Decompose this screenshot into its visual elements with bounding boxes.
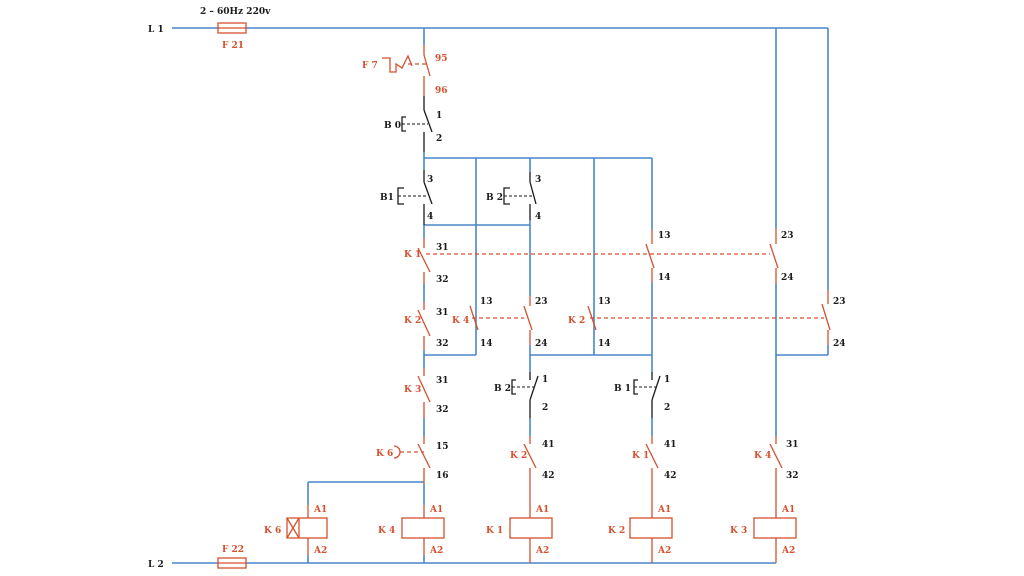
svg-text:A1: A1 [535,505,549,515]
contact-k2-nc-icon [417,302,431,350]
svg-text:32: 32 [436,275,449,285]
supply-lines [172,27,828,564]
contact-k2-no-label: K 2 [568,316,585,326]
svg-text:A2: A2 [429,546,443,556]
svg-text:23: 23 [781,231,794,241]
fuse-f22-label: F 22 [222,545,244,555]
contact-k4-nc-icon [769,436,783,505]
svg-text:A2: A2 [313,546,327,556]
button-b1-start-icon [397,170,433,225]
svg-text:A2: A2 [657,546,671,556]
svg-text:13: 13 [598,297,611,307]
button-b0-label: B 0 [384,121,401,131]
svg-text:A1: A1 [657,505,671,515]
svg-text:3: 3 [535,175,541,185]
svg-text:24: 24 [781,273,794,283]
contact-k1-no-icon [645,230,655,282]
coil-k4-icon [401,505,445,555]
coil-k1-icon [509,505,553,563]
button-b2-stop-icon [511,372,539,418]
button-b2-start-icon [503,172,537,220]
main-column-wires [307,28,425,563]
svg-text:16: 16 [436,471,449,481]
button-b1-stop-icon [633,372,661,418]
svg-text:31: 31 [436,376,449,386]
svg-text:14: 14 [598,339,611,349]
contact-k1-nc-icon [417,238,431,284]
svg-text:31: 31 [436,243,449,253]
button-b0-icon [401,96,433,152]
button-b2-start-label: B 2 [486,193,503,203]
svg-text:95: 95 [435,54,448,64]
contact-k6-timer-label: K 6 [376,449,393,459]
svg-text:41: 41 [664,440,677,450]
line-l2-label: L 2 [148,560,164,570]
svg-text:1: 1 [542,375,548,385]
svg-text:4: 4 [535,212,541,222]
svg-text:96: 96 [435,86,448,96]
svg-text:32: 32 [436,339,449,349]
svg-text:4: 4 [427,212,433,222]
overload-f7-label: F 7 [362,61,378,71]
coil-k1-label: K 1 [486,526,503,536]
line-l1-label: L 1 [148,25,164,35]
svg-text:31: 31 [786,440,799,450]
svg-text:24: 24 [833,339,846,349]
contact-k2-nc2-label: K 2 [510,451,527,461]
svg-text:A1: A1 [429,505,443,515]
coil-k2-icon [629,505,673,563]
svg-text:13: 13 [480,297,493,307]
svg-text:A1: A1 [781,505,795,515]
coil-k6-label: K 6 [264,526,281,536]
svg-text:32: 32 [786,471,799,481]
coil-k6-icon [286,505,328,555]
svg-text:1: 1 [664,375,670,385]
fuse-f21-label: F 21 [222,41,244,51]
svg-text:42: 42 [542,471,555,481]
contact-k3-nc-label: K 3 [404,385,421,395]
button-b1-stop-label: B 1 [614,384,631,394]
svg-text:2: 2 [664,403,670,413]
button-b1-start-label: B1 [380,193,394,203]
contact-k3-nc-icon [417,368,431,418]
coil-k3-label: K 3 [730,526,747,536]
contact-k2-nc2-icon [523,436,537,505]
svg-text:A2: A2 [535,546,549,556]
contact-k2-no2-icon [821,290,831,345]
svg-text:42: 42 [664,471,677,481]
svg-text:13: 13 [658,231,671,241]
coil-k3-icon [753,505,797,563]
contact-k4-nc-label: K 4 [754,451,771,461]
svg-text:31: 31 [436,308,449,318]
contact-k4-no-label: K 4 [452,316,469,326]
supply-spec-label: 2 – 60Hz 220v [200,7,271,17]
svg-text:A2: A2 [781,546,795,556]
contact-k2-nc-label: K 2 [404,316,421,326]
contact-k1-nc2-label: K 1 [632,451,649,461]
coil-k2-label: K 2 [608,526,625,536]
coil-k4-label: K 4 [378,526,395,536]
svg-text:3: 3 [427,175,433,185]
svg-text:1: 1 [436,111,442,121]
contact-k1-nc2-icon [645,436,659,505]
contact-k6-timer-icon [393,436,431,484]
contact-k4-no2-icon [523,296,533,345]
overload-f7-contact [382,45,431,96]
svg-text:41: 41 [542,440,555,450]
svg-text:2: 2 [542,403,548,413]
contact-k1-nc-label: K 1 [404,250,421,260]
svg-text:23: 23 [535,297,548,307]
button-b2-stop-label: B 2 [494,384,511,394]
svg-text:14: 14 [480,339,493,349]
svg-text:A1: A1 [313,505,327,515]
svg-text:32: 32 [436,405,449,415]
svg-text:15: 15 [436,442,449,452]
svg-text:24: 24 [535,339,548,349]
svg-text:14: 14 [658,273,671,283]
contact-k1-no2-icon [769,228,779,284]
svg-text:23: 23 [833,297,846,307]
svg-text:2: 2 [436,134,442,144]
